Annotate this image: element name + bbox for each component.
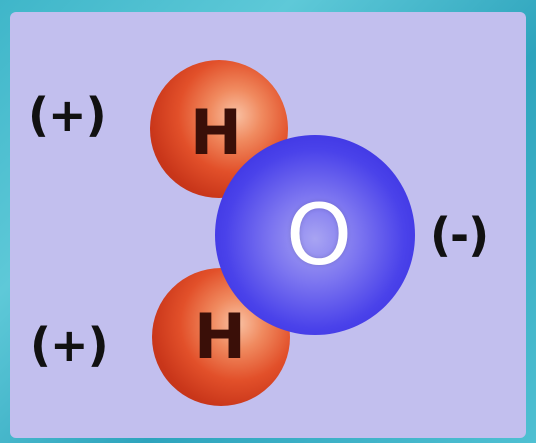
hydrogen-bottom-symbol: H — [194, 300, 246, 373]
oxygen-symbol: O — [285, 186, 353, 284]
hydrogen-top-symbol: H — [190, 96, 242, 169]
hydrogen-bottom-charge-label: (+) — [30, 318, 109, 372]
oxygen-charge-label: (-) — [430, 208, 489, 262]
oxygen-atom: O — [215, 135, 415, 335]
hydrogen-top-charge-label: (+) — [28, 88, 107, 142]
